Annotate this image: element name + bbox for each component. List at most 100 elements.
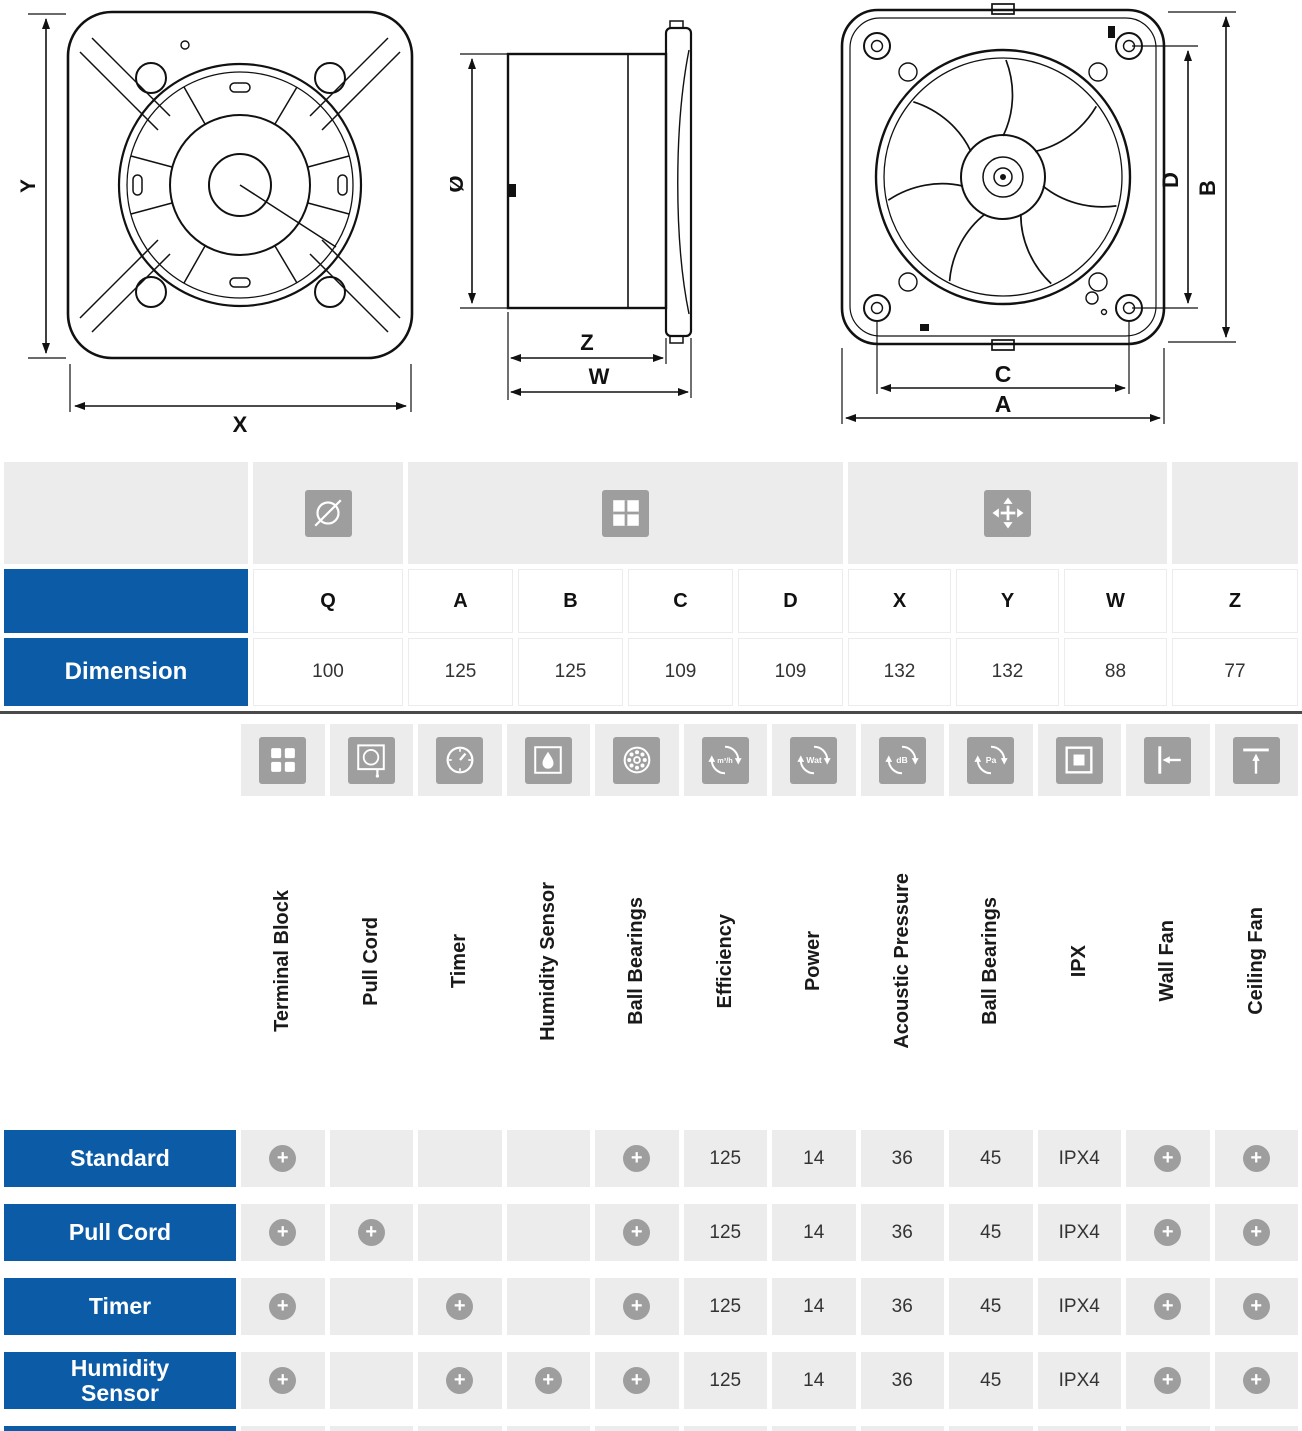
cell-humidity-sensor-power: 14 (772, 1352, 856, 1409)
ipx-icon (1055, 736, 1103, 784)
dim-header-y: Y (956, 569, 1059, 633)
dim-header-d: D (738, 569, 843, 633)
humidity-sensor-icon (524, 736, 572, 784)
cell-humidity-sensor-pull-cord (329, 1352, 413, 1409)
cell-standard-efficiency: 125 (683, 1130, 767, 1187)
feature-label-spacer (4, 802, 236, 1120)
cropped-cell (1214, 1426, 1298, 1431)
cell-pull-cord-efficiency: 125 (683, 1204, 767, 1261)
cell-humidity-sensor-humidity-sensor: + (506, 1352, 590, 1409)
dimension-icon-row (0, 462, 1302, 564)
cell-timer-terminal-block: + (241, 1278, 325, 1335)
cropped-cell (683, 1426, 767, 1431)
dimension-icon-spacer (4, 462, 248, 564)
side-dim-z-label: Z (580, 330, 593, 355)
dimension-group-z (1172, 462, 1298, 564)
dimension-row-label: Dimension (4, 638, 248, 706)
cell-timer-ipx: IPX4 (1037, 1278, 1121, 1335)
dim-header-a: A (408, 569, 513, 633)
cell-pull-cord-terminal-block: + (241, 1204, 325, 1261)
cell-pull-cord-ipx: IPX4 (1037, 1204, 1121, 1261)
plus-icon: + (623, 1145, 651, 1172)
feature-label-terminal-block: Terminal Block (241, 802, 325, 1120)
cell-timer-timer: + (418, 1278, 502, 1335)
cell-pull-cord-ball-bearings: + (595, 1204, 679, 1261)
row-label-pull-cord: Pull Cord (4, 1204, 236, 1261)
dim-value-q: 100 (253, 638, 403, 706)
plus-icon: + (623, 1367, 651, 1394)
cell-standard-acoustic-pressure: 36 (860, 1130, 944, 1187)
dim-value-w: 88 (1064, 638, 1167, 706)
back-dim-c-label: C (995, 361, 1012, 387)
cropped-cell (1037, 1426, 1121, 1431)
window-pane-icon (602, 489, 649, 537)
dim-header-q: Q (253, 569, 403, 633)
plus-icon: + (623, 1219, 651, 1246)
dim-header-c: C (628, 569, 733, 633)
dim-header-z: Z (1172, 569, 1298, 633)
cell-standard-timer (418, 1130, 502, 1187)
plus-icon: + (269, 1367, 297, 1394)
row-label-standard: Standard (4, 1130, 236, 1187)
feature-label-text: Humidity Sensor (536, 881, 559, 1041)
feature-icon-cell-ceiling-fan (1214, 724, 1298, 796)
plus-icon: + (1154, 1145, 1182, 1172)
feature-label-timer: Timer (418, 802, 502, 1120)
feature-label-text: Terminal Block (271, 890, 294, 1032)
feature-label-pull-cord: Pull Cord (329, 802, 413, 1120)
cell-pull-cord-wall-fan: + (1126, 1204, 1210, 1261)
cell-humidity-sensor-acoustic-pressure: 36 (860, 1352, 944, 1409)
feature-label-ball-bearings: Ball Bearings (595, 802, 679, 1120)
diameter-icon (304, 489, 352, 537)
dim-value-z: 77 (1172, 638, 1298, 706)
wall-fan-icon (1144, 736, 1192, 784)
feature-icon-cell-ball-bearings: Pa (949, 724, 1033, 796)
plus-icon: + (1242, 1367, 1270, 1394)
feature-label-ceiling-fan: Ceiling Fan (1214, 802, 1298, 1120)
feature-icon-row: m³/h Wat dB Pa (0, 724, 1302, 796)
plus-icon: + (534, 1367, 562, 1394)
feature-label-text: Power (802, 930, 825, 992)
svg-text:dB: dB (896, 755, 908, 765)
plus-icon: + (269, 1293, 297, 1320)
plus-icon: + (623, 1293, 651, 1320)
plus-icon: + (1242, 1145, 1270, 1172)
feature-icon-cell-pull-cord (329, 724, 413, 796)
feature-label-power: Power (772, 802, 856, 1120)
feature-label-text: Acoustic Pressure (890, 873, 913, 1049)
ceiling-fan-icon (1232, 736, 1280, 784)
cell-timer-acoustic-pressure: 36 (860, 1278, 944, 1335)
feature-label-acoustic-pressure: Acoustic Pressure (860, 802, 944, 1120)
technical-drawings: Y X Ø Z W (0, 0, 1302, 458)
plus-icon: + (269, 1219, 297, 1246)
cropped-cell (860, 1426, 944, 1431)
feature-icon-cell-terminal-block (241, 724, 325, 796)
feature-label-wall-fan: Wall Fan (1126, 802, 1210, 1120)
cell-humidity-sensor-wall-fan: + (1126, 1352, 1210, 1409)
plus-icon: + (357, 1219, 385, 1246)
cropped-cell (506, 1426, 590, 1431)
cell-pull-cord-pull-cord: + (329, 1204, 413, 1261)
side-view-drawing: Ø Z W (450, 20, 693, 400)
row-label-timer: Timer (4, 1278, 236, 1335)
dim-header-w: W (1064, 569, 1167, 633)
dim-value-x: 132 (848, 638, 951, 706)
cropped-cell (595, 1426, 679, 1431)
plus-icon: + (1154, 1293, 1182, 1320)
feature-icon-cell-acoustic-pressure: dB (860, 724, 944, 796)
feature-icon-cell-ipx (1037, 724, 1121, 796)
feature-label-text: IPX (1067, 944, 1090, 978)
side-dim-w-label: W (589, 364, 610, 389)
feature-label-text: Pull Cord (359, 916, 382, 1006)
feature-label-ball-bearings: Ball Bearings (949, 802, 1033, 1120)
svg-text:m³/h: m³/h (718, 756, 733, 765)
feature-label-humidity-sensor: Humidity Sensor (506, 802, 590, 1120)
cell-humidity-sensor-timer: + (418, 1352, 502, 1409)
cell-humidity-sensor-efficiency: 125 (683, 1352, 767, 1409)
power-icon: Wat (790, 736, 838, 784)
ball-bearings-icon (613, 736, 661, 784)
